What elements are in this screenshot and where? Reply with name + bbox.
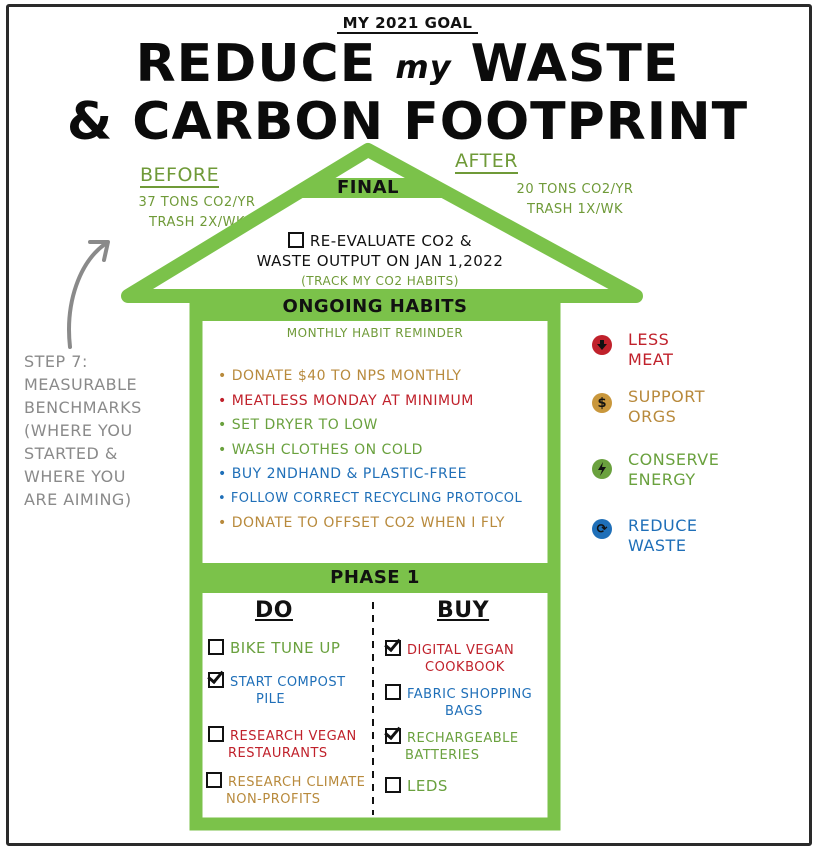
habit-item: • SET DRYER TO LOW [218,417,378,433]
down-arrow-icon [592,335,612,355]
do-item-bike: BIKE TUNE UP [208,639,340,657]
final-line-2: WASTE OUTPUT on JAN 1,2022 [256,252,504,270]
note-line: (WHERE YOU [24,421,133,440]
lightning-icon [592,459,612,479]
title-waste: WASTE [470,34,680,94]
recycle-icon: ⟳ [592,519,612,539]
checkbox-checked-icon[interactable] [208,672,224,688]
checkbox-icon[interactable] [385,777,401,793]
habit-item: • DONATE TO OFFSET CO2 WHEN I FLY [218,515,505,531]
buy-item-leds: LEDS [385,777,448,795]
buy-heading: BUY [437,598,490,623]
checkbox-icon[interactable] [208,639,224,655]
do-item-compost: START COMPOST PILE [208,672,346,708]
do-item-vegan-restaurants: RESEARCH VEGAN RESTAURANTS [208,726,357,762]
final-goal: RE-EVALUATE CO2 & WASTE OUTPUT on JAN 1,… [250,231,510,291]
curved-arrow-icon [67,240,110,349]
checkbox-checked-icon[interactable] [385,728,401,744]
title-line-2: & CARBON FOOTPRINT [66,92,749,152]
note-line: WHERE YOU [24,467,126,486]
buy-item-batteries: RECHARGEABLE BATTERIES [385,728,519,764]
do-item-climate-nonprofits: RESEARCH CLIMATE NON-PROFITS [206,772,365,808]
title-line-1: REDUCE my WASTE [0,34,815,94]
dollar-icon: $ [592,393,612,413]
checkbox-icon[interactable] [206,772,222,788]
buy-item-bags: FABRIC SHOPPING BAGS [385,684,532,720]
note-line: STARTED & [24,444,118,463]
step-7-note: STEP 7: MEASURABLE BENCHMARKS (WHERE YOU… [24,350,194,511]
do-heading: DO [255,598,293,623]
habit-item: • BUY 2ndhand & PLASTIC-FREE [218,466,467,482]
title-my: my [395,48,452,86]
ongoing-subheading: MONTHLY HABIT REMINDER [286,326,464,340]
checkbox-checked-icon[interactable] [385,640,401,656]
after-co2: 20 TONS CO2/YR [516,182,634,197]
before-trash: TRASH 2x/WK [149,215,245,230]
before-values: 37 TONS CO2/YR TRASH 2x/WK [112,193,282,233]
note-line: ARE AIMING) [24,490,132,509]
checkbox-icon[interactable] [385,684,401,700]
final-line-1: RE-EVALUATE CO2 & [250,231,510,251]
title-reduce: REDUCE [135,34,377,94]
before-co2: 37 TONS CO2/YR [138,195,256,210]
note-line: BENCHMARKS [24,398,142,417]
before-label: BEFORE [140,164,220,188]
habit-item: • DONATE $40 TO NPs MONTHLY [218,368,462,384]
ongoing-heading: ONGOING HABITS [282,296,468,317]
after-values: 20 TONS CO2/YR TRASH 1x/WK [490,180,660,220]
checkbox-icon[interactable] [287,232,304,248]
note-line: STEP 7: [24,352,88,371]
note-line: MEASURABLE [24,375,138,394]
habit-item: • FOLLOW CORRECT RECYCLING PROTOCOL [218,490,523,506]
after-label: AFTER [455,150,518,174]
habit-list: • DONATE $40 TO NPs MONTHLY • MEATLESS M… [218,364,558,536]
phase-heading: PHASE 1 [330,567,420,588]
buy-item-cookbook: DIGITAL VEGAN COOKBOOK [385,640,514,676]
final-note: (TRACK MY CO2 HABITS) [301,274,459,288]
checkbox-icon[interactable] [208,726,224,742]
page-frame [6,4,812,846]
final-heading: FINAL [337,177,399,198]
habit-item: • WASH CLOTHES on COLD [218,441,423,458]
habit-item: • MEATLESS MONDAY at MINIMUM [218,392,474,409]
eyebrow-goal: MY 2021 GOAL [0,14,815,34]
after-trash: TRASH 1x/WK [527,202,623,217]
